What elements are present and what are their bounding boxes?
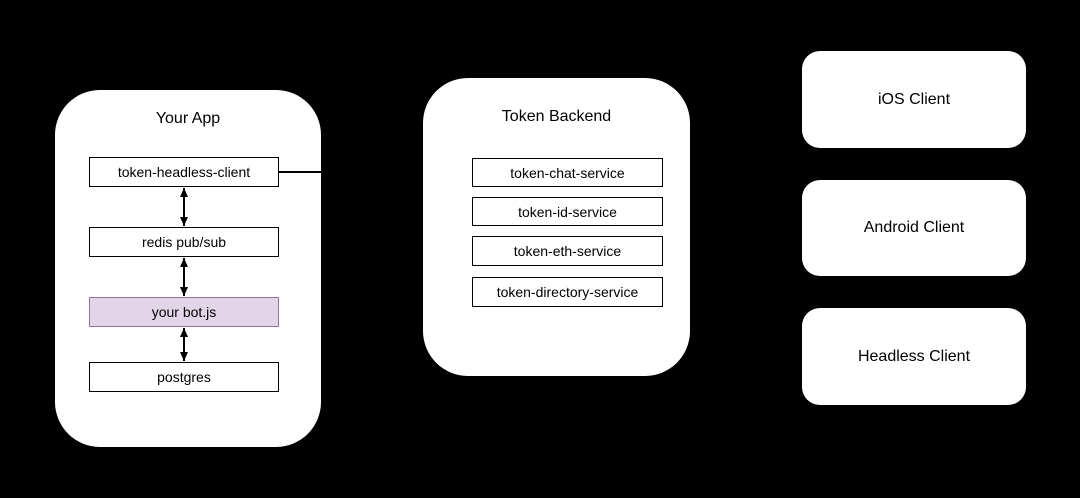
double-arrow-bot-postgres [180,328,188,361]
token-backend-title: Token Backend [501,108,612,125]
client-headless: Headless Client [802,308,1026,405]
node-postgres: postgres [89,362,279,392]
token-backend-panel: Token Backend token-chat-service token-i… [423,78,690,376]
node-token-directory-service: token-directory-service [472,277,663,307]
client-ios: iOS Client [802,51,1026,148]
node-token-headless-client: token-headless-client [89,157,279,187]
node-your-bot-js: your bot.js [89,297,279,327]
node-token-eth-service: token-eth-service [472,236,663,266]
node-redis-pubsub: redis pub/sub [89,227,279,257]
your-app-panel: Your App token-headless-client redis pub… [55,90,321,447]
double-arrow-headless-redis [180,188,188,226]
headless-client-connector-line [279,171,321,173]
node-token-id-service: token-id-service [472,197,663,226]
client-android: Android Client [802,180,1026,276]
node-token-chat-service: token-chat-service [472,158,663,187]
your-app-title: Your App [155,110,221,127]
double-arrow-redis-bot [180,258,188,296]
